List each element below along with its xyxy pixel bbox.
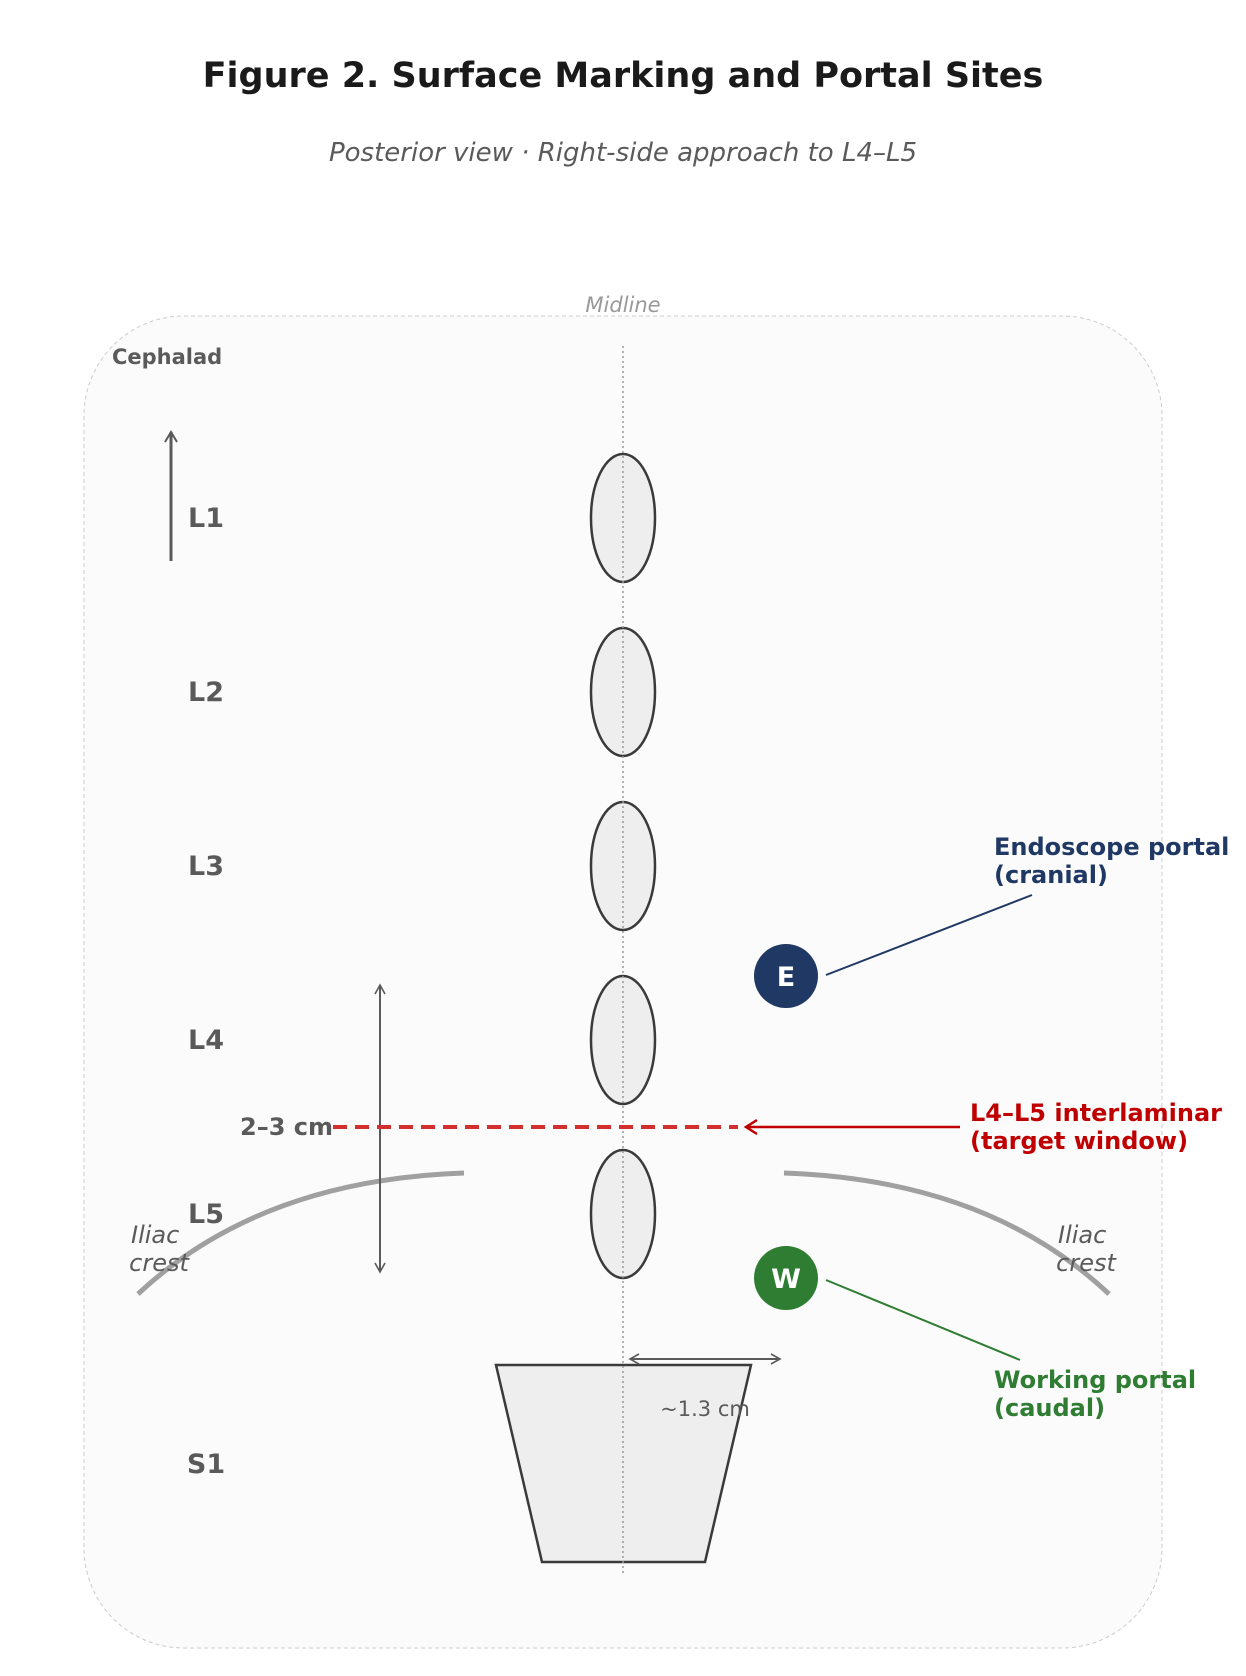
span-label-right: ~1.3 cm — [660, 1397, 750, 1421]
vertebra-l4 — [589, 974, 657, 1106]
endoscope-portal-letter: E — [777, 962, 795, 993]
level-label-l1: L1 — [188, 503, 224, 534]
target-arrow-head — [743, 1118, 758, 1136]
working-portal-label: Working portal (caudal) — [994, 1366, 1205, 1422]
span-label-left: 2–3 cm — [240, 1113, 333, 1141]
iliac-crest-left — [136, 1170, 465, 1296]
figure-title: Figure 2. Surface Marking and Portal Sit… — [203, 56, 1044, 96]
level-label-l4: L4 — [188, 1025, 224, 1056]
midline-label: Midline — [585, 293, 660, 317]
iliac-crest-right — [783, 1170, 1111, 1296]
endoscope-portal-leader — [825, 894, 1033, 976]
iliac-crest-right-label: Iliac crest — [1056, 1221, 1117, 1277]
iliac-crest-left-label: Iliac crest — [129, 1221, 190, 1277]
level-label-l2: L2 — [188, 677, 224, 708]
target-window-label: L4–L5 interlaminar (target window) — [970, 1099, 1230, 1155]
level-label-l5: L5 — [188, 1199, 224, 1230]
figure-subtitle: Posterior view · Right-side approach to … — [329, 138, 917, 168]
level-label-s1: S1 — [187, 1449, 225, 1480]
endoscope-portal-marker — [754, 944, 818, 1008]
sacrum-shape — [494, 1363, 753, 1564]
working-portal-marker — [754, 1246, 818, 1310]
working-portal-leader — [825, 1279, 1021, 1361]
vertebra-l5 — [589, 1148, 657, 1280]
level-label-l3: L3 — [188, 851, 224, 882]
cephalad-label: Cephalad — [112, 345, 222, 369]
endoscope-portal-label: Endoscope portal (cranial) — [994, 833, 1238, 889]
working-portal-letter: W — [771, 1264, 801, 1295]
